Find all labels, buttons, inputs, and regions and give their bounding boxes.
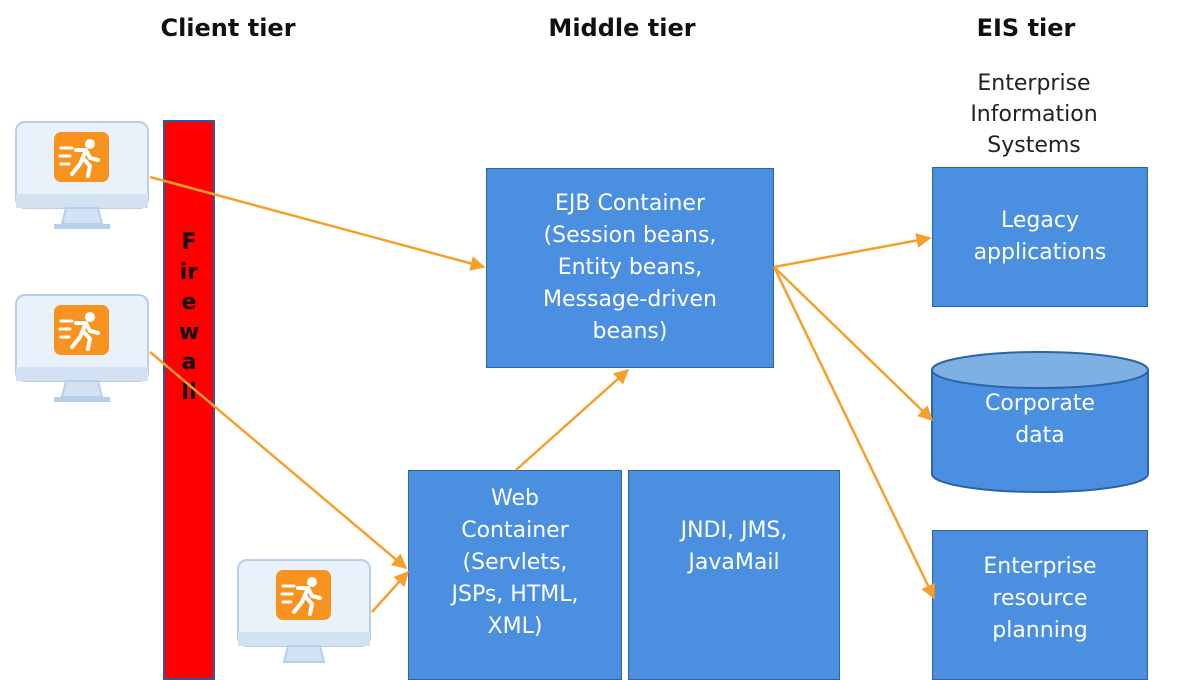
erp-label: Enterprise resource planning xyxy=(983,554,1097,643)
corporate-data-cylinder xyxy=(931,351,1149,493)
arrow-client2-to-web xyxy=(149,351,408,569)
ejb-container-label: EJB Container (Session beans, Entity bea… xyxy=(543,191,717,344)
erp-box: Enterprise resource planning xyxy=(932,530,1148,680)
middle-tier-header: Middle tier xyxy=(548,14,696,42)
corporate-data-label: Corporate data xyxy=(985,391,1095,448)
arrow-web-to-ejb xyxy=(515,369,630,471)
jndi-box: JNDI, JMS, JavaMail xyxy=(628,470,840,680)
eis-tier-header: EIS tier xyxy=(976,14,1076,42)
running-person-icon xyxy=(276,570,331,620)
legacy-applications-box: Legacy applications xyxy=(932,167,1148,307)
firewall-label: Firewall xyxy=(179,230,200,405)
ejb-container-box: EJB Container (Session beans, Entity bea… xyxy=(486,168,774,368)
arrow-client1-to-ejb xyxy=(149,175,486,271)
client-tier-header: Client tier xyxy=(160,14,296,42)
client-computer-1 xyxy=(15,121,149,229)
web-container-label: Web Container (Servlets, JSPs, HTML, XML… xyxy=(451,486,579,639)
arrow-ejb-to-erp xyxy=(772,266,936,600)
client-computer-2 xyxy=(15,294,149,402)
arrow-client3-to-web xyxy=(371,570,410,613)
client-computer-3 xyxy=(237,559,371,663)
arrow-ejb-to-legacy xyxy=(773,233,932,269)
running-person-icon xyxy=(54,132,109,182)
running-person-icon xyxy=(54,305,109,355)
arrow-ejb-to-corporate xyxy=(773,266,934,422)
jndi-label: JNDI, JMS, JavaMail xyxy=(680,518,788,575)
legacy-applications-label: Legacy applications xyxy=(973,208,1107,265)
web-container-box: Web Container (Servlets, JSPs, HTML, XML… xyxy=(408,470,622,680)
eis-subtitle: Enterprise Information Systems xyxy=(970,71,1098,158)
